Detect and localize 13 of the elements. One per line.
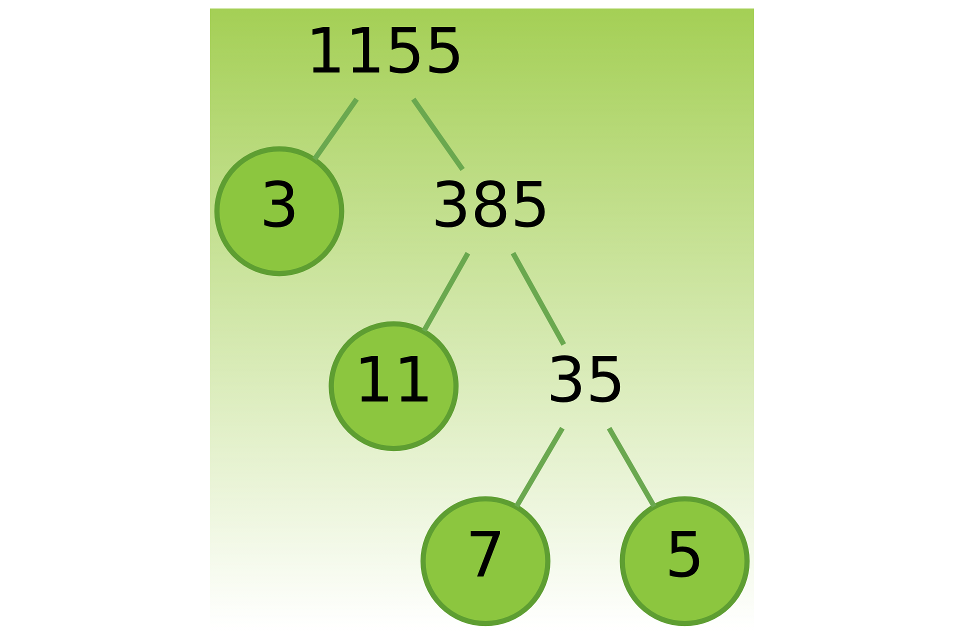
node-circle: 5 [620,496,750,626]
node-circle: 3 [214,146,344,276]
node-circle: 7 [420,496,550,626]
connector [514,426,565,508]
node-text: 1155 [306,14,464,88]
connector [411,98,465,171]
node-text: 385 [431,168,550,242]
node-text: 35 [546,343,626,416]
connector [510,252,566,346]
connector [422,252,470,332]
connector [606,426,656,508]
node-circle: 11 [328,321,459,452]
connector [312,98,359,161]
